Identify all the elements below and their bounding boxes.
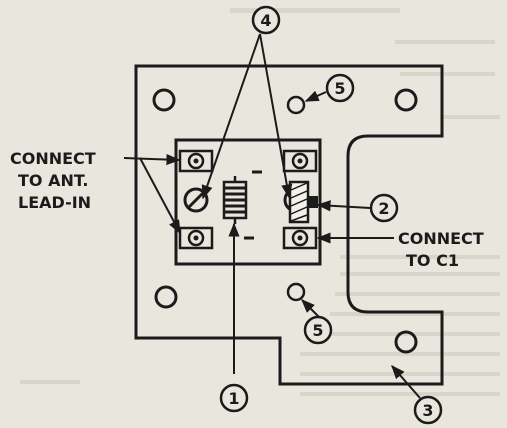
small-hole [286,282,306,302]
callout-5-bottom: 5 [303,315,333,345]
callout-5-bottom-number: 5 [312,321,323,340]
callout-1-number: 1 [228,389,239,408]
terminal-ant-bottom [178,226,214,250]
callout-3: 3 [413,395,443,425]
label-c1-line-2: TO C1 [406,251,459,270]
coil [222,176,248,224]
slotted-screw-left [183,187,209,213]
label-ant-line-2: TO ANT. [18,171,88,190]
callout-4-number: 4 [260,11,271,30]
callout-2: 2 [369,193,399,223]
callout-3-number: 3 [422,401,433,420]
leader-ant-top [123,153,181,166]
leader-line-4-right [259,33,293,199]
small-hole [286,95,306,115]
crystal-component [288,180,318,224]
leader-2 [316,200,371,212]
callout-2-number: 2 [378,199,389,218]
mounting-hole [394,88,418,112]
mounting-hole [154,285,178,309]
callout-4: 4 [251,5,281,35]
terminal-c1 [282,226,318,250]
terminal-right-top [282,149,318,173]
label-connect-to-c1: CONNECT TO C1 [398,229,484,270]
leader-3 [391,364,421,399]
label-ant-line-3: LEAD-IN [18,193,91,212]
label-c1-line-1: CONNECT [398,229,484,248]
label-ant-line-1: CONNECT [10,149,96,168]
leader-5-top [304,90,327,102]
terminal-ant-top [178,149,214,173]
mounting-plate [134,64,444,386]
callout-1: 1 [219,383,249,413]
leader-line-4-left [201,33,261,200]
mounting-hole [152,88,176,112]
leader-ant-bottom [139,157,181,235]
label-connect-to-ant-lead-in: CONNECT TO ANT. LEAD-IN [10,149,96,212]
callout-5-top: 5 [325,73,355,103]
leader-5-bottom [301,299,321,319]
mounting-hole [394,330,418,354]
callout-5-top-number: 5 [334,79,345,98]
